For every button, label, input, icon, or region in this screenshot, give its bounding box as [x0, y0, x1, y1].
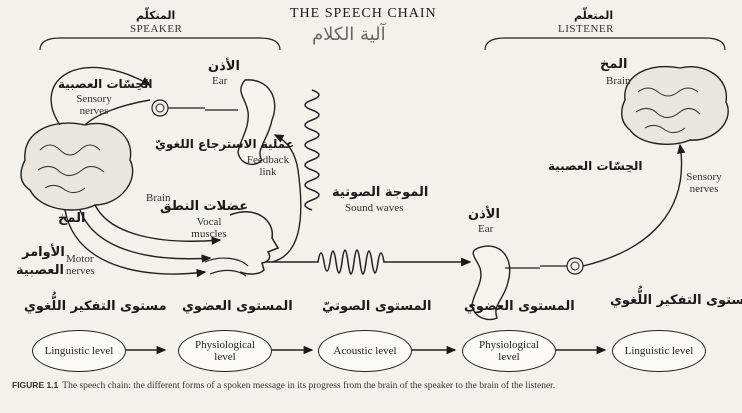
listener-bracket [485, 38, 725, 50]
level-node-acoustic: Acoustic level [318, 330, 412, 372]
speaker-ear-icon [152, 80, 275, 165]
motor-nerves-label-ar-2: العصبية [16, 264, 64, 278]
feedback-wave [305, 90, 319, 210]
motor-nerves-label-en: Motor nerves [66, 254, 106, 277]
feedback-label-en: Feedback link [244, 155, 292, 178]
sound-wave [265, 250, 470, 274]
listener-brain-label-ar: المخ [600, 58, 627, 72]
level-node-linguistic-listener: Linguistic level [612, 330, 706, 372]
speaker-sensory-label-en: Sensory nerves [70, 94, 118, 117]
listener-ear-label-en: Ear [478, 224, 493, 236]
level-3-label-ar: المستوى الصوتيّ [322, 300, 432, 314]
diagram-title: THE SPEECH CHAIN [290, 7, 437, 22]
speaker-label-en: SPEAKER [130, 24, 182, 36]
level-1-label-ar: مستوى التفكير اللُّغوي [24, 300, 167, 314]
listener-label-en: LISTENER [558, 24, 614, 36]
level-node-physiological-speaker: Physiological level [178, 330, 272, 372]
figure-caption-text: The speech chain: the different forms of… [62, 381, 555, 391]
speaker-brain-label-ar: المخ [58, 212, 85, 226]
figure-number: FIGURE 1.1 [12, 380, 58, 390]
motor-nerves-label-ar-1: الأوامر [22, 246, 65, 260]
speaker-bracket [40, 38, 280, 50]
speaker-ear-label-en: Ear [212, 76, 227, 88]
listener-brain-icon [622, 67, 728, 145]
level-node-linguistic-speaker: Linguistic level [32, 330, 126, 372]
level-2-label-ar: المستوى العضوي [182, 300, 293, 314]
listener-sensory-label-en: Sensory nerves [680, 172, 728, 195]
level-5-label-ar: مستوى التفكير اللُّغوي [610, 294, 742, 308]
listener-ear-label-ar: الأذن [468, 208, 500, 222]
speaker-label-ar: المتكلّم [136, 10, 175, 22]
sound-waves-label-en: Sound waves [345, 203, 403, 215]
diagram-title-ar: آلية الكلام [312, 26, 386, 45]
listener-label-ar: المتعلّم [574, 10, 613, 22]
vocal-muscles-label-en: Vocal muscles [186, 217, 232, 240]
speaker-sensory-label-ar: الحِسّات العصبية [58, 78, 153, 91]
level-node-physiological-listener: Physiological level [462, 330, 556, 372]
listener-brain-label-en: Brain [606, 76, 630, 88]
figure-caption: FIGURE 1.1 The speech chain: the differen… [12, 380, 732, 393]
vocal-muscles-label-ar: عضلات النطق [160, 200, 248, 214]
level-4-label-ar: المستوى العضوي [464, 300, 575, 314]
sound-waves-label-ar: الموجة الصوتية [332, 186, 428, 200]
speaker-brain-icon [21, 123, 133, 210]
feedback-label-ar: عملية الاسترجاع اللغويّ [155, 138, 294, 151]
speaker-ear-label-ar: الأذن [208, 60, 240, 74]
listener-sensory-label-ar: الحِسّات العصبية [548, 160, 643, 173]
